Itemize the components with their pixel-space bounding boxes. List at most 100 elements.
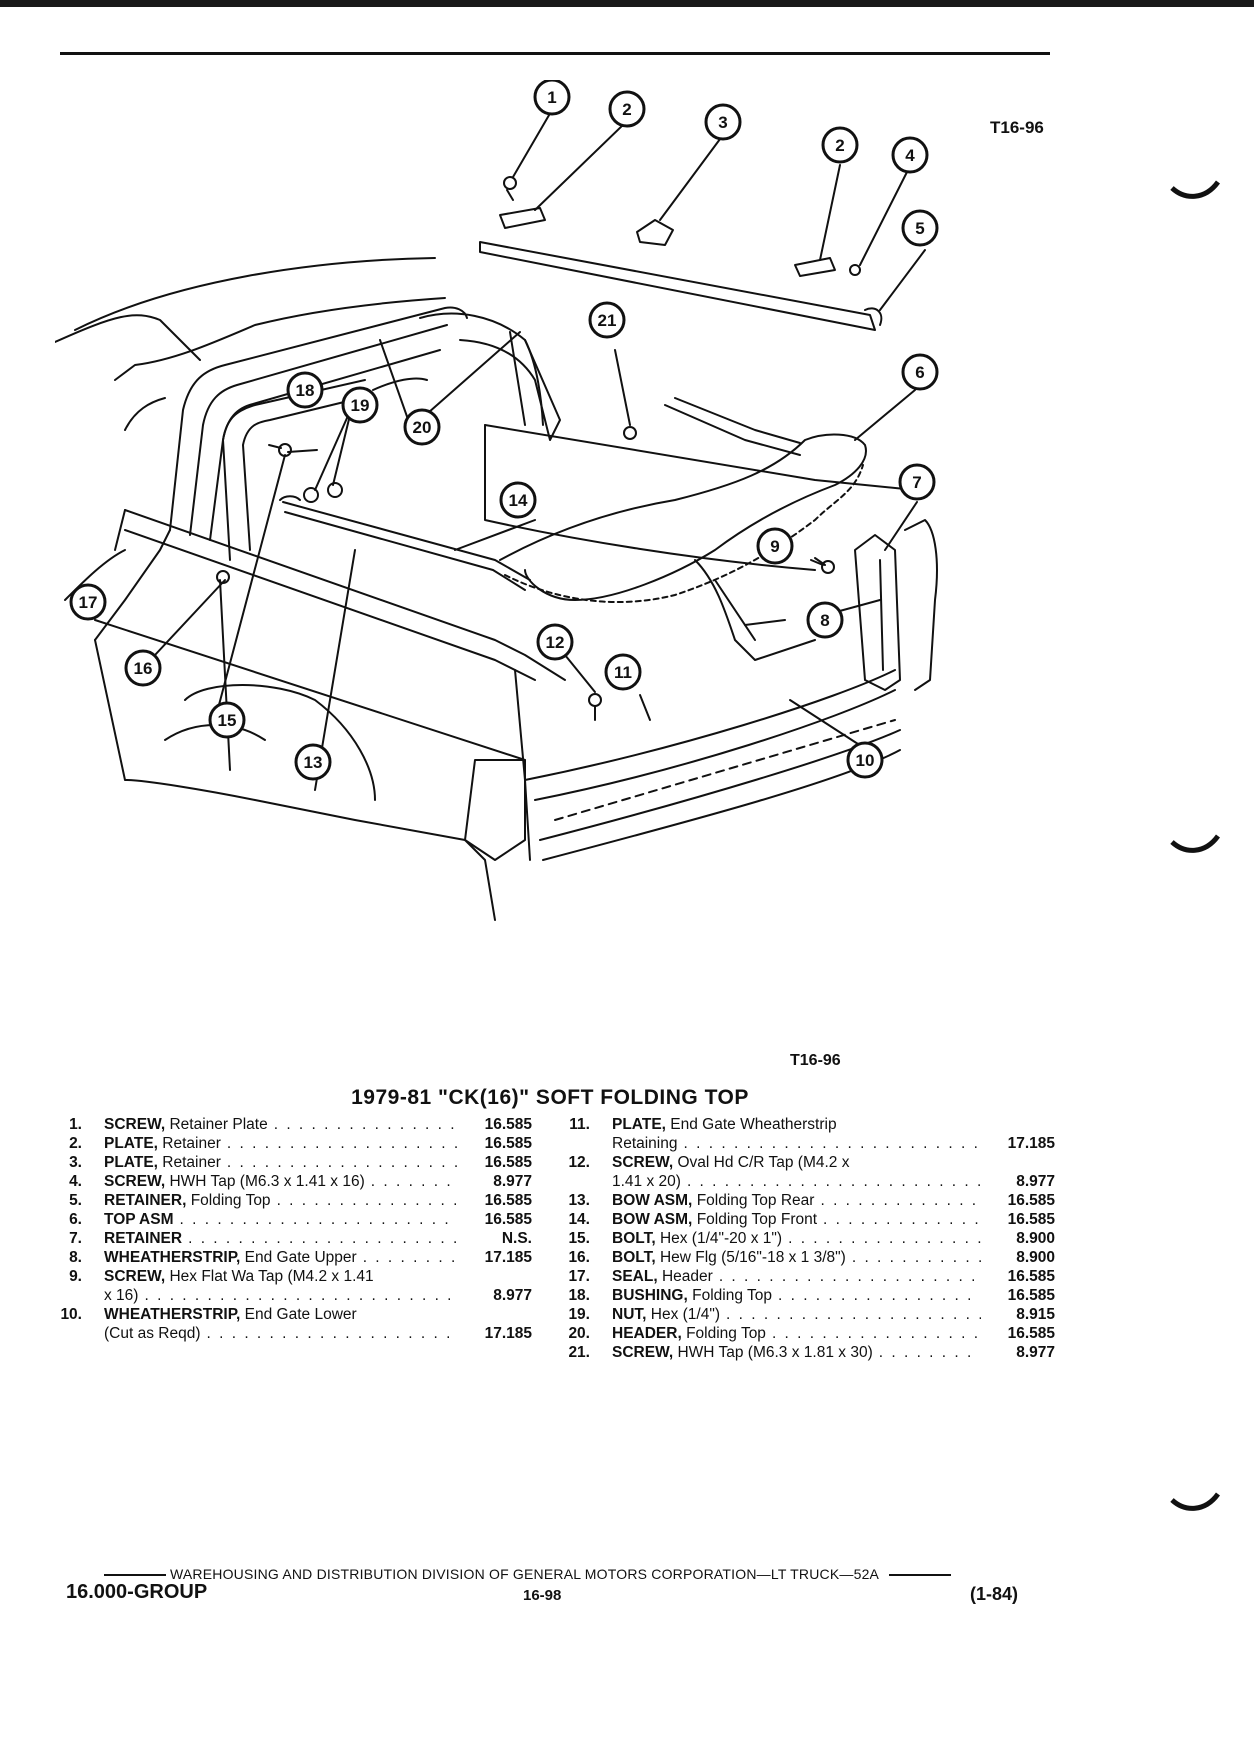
part-row: 8.WHEATHERSTRIP, End Gate Upper17.185 [52, 1248, 532, 1267]
group-number: N.S. [501, 1230, 532, 1247]
svg-text:16: 16 [134, 659, 153, 678]
part-number: 16. [568, 1249, 590, 1266]
part-number: 5. [69, 1192, 82, 1209]
part-continuation-line: (Cut as Reqd)17.185 [104, 1324, 532, 1343]
part-row: 19. NUT, Hex (1/4")8.915 [560, 1305, 1055, 1324]
part-description-line: SCREW, HWH Tap (M6.3 x 1.81 x 30)8.977 [612, 1343, 1055, 1362]
part-name: HEADER, [612, 1325, 682, 1342]
group-number: 16.585 [1007, 1287, 1055, 1304]
leader-dots [726, 1305, 981, 1324]
group-number: 16.585 [484, 1116, 532, 1133]
part-number: 7. [69, 1230, 82, 1247]
footer-page-number: 16-98 [523, 1587, 562, 1604]
part-row: 13.BOW ASM, Folding Top Rear16.585 [560, 1191, 1055, 1210]
part-row: 10.WHEATHERSTRIP, End Gate Lower(Cut as … [52, 1305, 532, 1343]
part-description-line: NUT, Hex (1/4")8.915 [612, 1305, 1055, 1324]
part-desc: Hex Flat Wa Tap (M4.2 x 1.41 [169, 1268, 374, 1285]
svg-text:12: 12 [546, 633, 565, 652]
footer-rule-right [889, 1574, 952, 1577]
svg-text:9: 9 [770, 537, 779, 556]
callouts [69, 80, 939, 781]
part-name: SCREW, [104, 1116, 166, 1133]
part-text: PLATE, End Gate Wheatherstrip [612, 1115, 837, 1134]
leader-dots [144, 1286, 458, 1305]
group-number: 17.185 [1007, 1135, 1055, 1152]
part-number: 3. [69, 1154, 82, 1171]
leader-dots [687, 1172, 981, 1191]
part-number: 9. [69, 1268, 82, 1285]
svg-text:17: 17 [79, 593, 98, 612]
part-text: BOLT, Hew Flg (5/16"-18 x 1 3/8") [612, 1248, 846, 1267]
part-number: 1. [69, 1116, 82, 1133]
group-number: 8.977 [493, 1173, 532, 1190]
part-desc: Header [661, 1268, 713, 1285]
part-text: SCREW, HWH Tap (M6.3 x 1.41 x 16) [104, 1172, 365, 1191]
part-text: TOP ASM [104, 1210, 173, 1229]
group-number: 8.977 [493, 1287, 532, 1304]
svg-text:7: 7 [912, 473, 921, 492]
part-text: BOW ASM, Folding Top Front [612, 1210, 817, 1229]
part-desc: Folding Top Front [696, 1211, 818, 1228]
part-row: 2.PLATE, Retainer16.585 [52, 1134, 532, 1153]
group-number: 16.585 [1007, 1268, 1055, 1285]
part-description-line: PLATE, End Gate Wheatherstrip [612, 1115, 1055, 1134]
part-description-line: BOLT, Hew Flg (5/16"-18 x 1 3/8")8.900 [612, 1248, 1055, 1267]
svg-text:3: 3 [718, 113, 727, 132]
group-number: 8.900 [1016, 1230, 1055, 1247]
part-number: 21. [568, 1344, 590, 1361]
part-text: RETAINER, Folding Top [104, 1191, 271, 1210]
part-text: BOLT, Hex (1/4"-20 x 1") [612, 1229, 782, 1248]
part-desc: Retainer [162, 1135, 221, 1152]
group-number: 8.977 [1016, 1173, 1055, 1190]
part-desc: Retainer [162, 1154, 221, 1171]
part-desc: Oval Hd C/R Tap (M4.2 x [677, 1154, 850, 1171]
group-number: 17.185 [484, 1325, 532, 1342]
svg-text:6: 6 [915, 363, 924, 382]
part-row: 20.HEADER, Folding Top16.585 [560, 1324, 1055, 1343]
leader-dots [823, 1210, 981, 1229]
part-text: SCREW, Oval Hd C/R Tap (M4.2 x [612, 1153, 849, 1172]
leader-dots [852, 1248, 981, 1267]
svg-text:14: 14 [509, 491, 528, 510]
part-row: 17.SEAL, Header16.585 [560, 1267, 1055, 1286]
part-number: 4. [69, 1173, 82, 1190]
part-name: SCREW, [612, 1344, 674, 1361]
leader-dots [227, 1134, 458, 1153]
part-name: PLATE, [104, 1154, 158, 1171]
part-desc: Retainer Plate [169, 1116, 268, 1133]
part-row: 3. PLATE, Retainer 16.585 [52, 1153, 532, 1172]
part-number: 13. [568, 1192, 590, 1209]
part-number: 18. [568, 1287, 590, 1304]
svg-text:15: 15 [218, 711, 237, 730]
footer-rule-left [104, 1574, 166, 1577]
group-number: 16.585 [484, 1211, 532, 1228]
part-text: RETAINER [104, 1229, 182, 1248]
leader-dots [820, 1191, 981, 1210]
svg-text:5: 5 [915, 219, 924, 238]
part-row: 15. BOLT, Hex (1/4"-20 x 1") 8.900 [560, 1229, 1055, 1248]
part-number: 15. [568, 1230, 590, 1247]
part-number: 19. [568, 1306, 590, 1323]
part-row: 6.TOP ASM 16.585 [52, 1210, 532, 1229]
part-description-line: WHEATHERSTRIP, End Gate Upper17.185 [104, 1248, 532, 1267]
group-number: 16.585 [484, 1154, 532, 1171]
part-desc: Folding Top [190, 1192, 271, 1209]
part-text: WHEATHERSTRIP, End Gate Lower [104, 1305, 357, 1324]
part-desc: Folding Top [686, 1325, 766, 1342]
line-spacer [374, 1267, 532, 1286]
part-text: PLATE, Retainer [104, 1134, 221, 1153]
part-description-line: BOW ASM, Folding Top Front16.585 [612, 1210, 1055, 1229]
part-number: 20. [568, 1325, 590, 1342]
part-desc-continued: x 16) [104, 1287, 139, 1304]
part-row: 14.BOW ASM, Folding Top Front16.585 [560, 1210, 1055, 1229]
part-description-line: RETAINER N.S. [104, 1229, 532, 1248]
svg-text:21: 21 [598, 311, 617, 330]
leader-dots [788, 1229, 981, 1248]
part-desc: End Gate Lower [244, 1306, 357, 1323]
page-top-border [0, 0, 1254, 7]
part-continuation-line: x 16) 8.977 [104, 1286, 532, 1305]
